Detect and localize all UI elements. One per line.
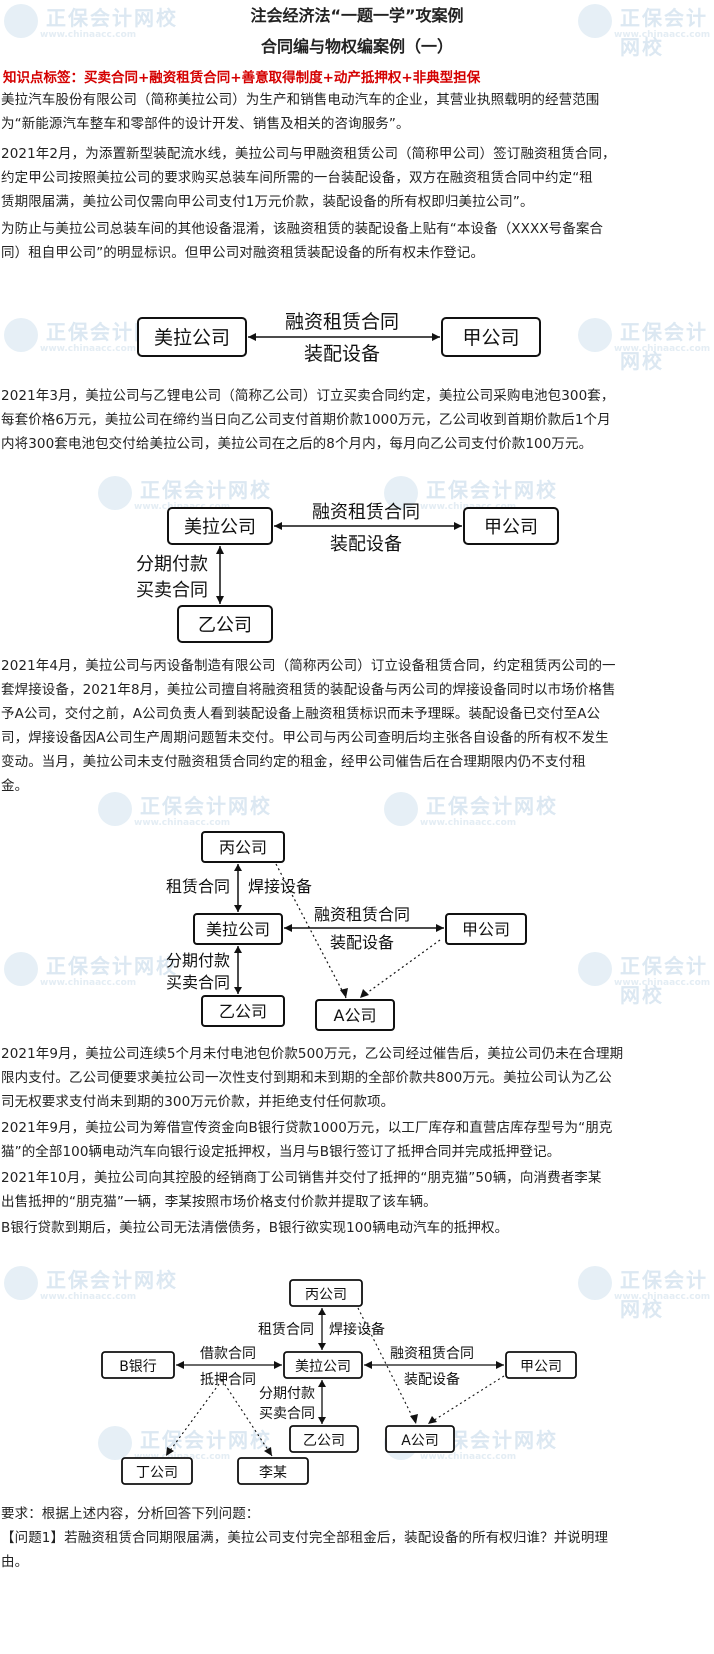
node-meila (193, 913, 283, 945)
node-limou-label: 李某 (259, 1465, 287, 1481)
question-1: 【问题1】若融资租赁合同期限届满，美拉公司支付完全部租金后，装配设备的所有权归谁… (1, 1530, 609, 1570)
edge-label-financing-lease: 融资租赁合同 (314, 905, 410, 924)
edge-label-financing-lease: 融资租赁合同 (390, 1346, 474, 1362)
edge-label-mortgage-contract: 抵押合同 (200, 1372, 256, 1388)
node-jia-label: 甲公司 (462, 327, 519, 349)
node-a (385, 1425, 455, 1453)
node-meila-label: 美拉公司 (184, 517, 256, 538)
node-ding (121, 1457, 193, 1485)
edge-label-installment: 分期付款 (259, 1386, 315, 1402)
edge-label-financing-lease: 融资租赁合同 (312, 502, 420, 523)
node-bbank-label: B银行 (119, 1359, 157, 1375)
diagram-4: 丙公司 B银行 美拉公司 甲公司 乙公司 A公司 丁公司 李某 租赁合同 焊接设… (101, 1279, 577, 1485)
edge-label-sales-contract: 买卖合同 (166, 973, 230, 992)
paragraph-equipment-label: 为防止与美拉公司总装车间的其他设备混淆，该融资租赁的装配设备上贴有“本设备（XX… (1, 221, 604, 261)
edge-label-sales-contract: 买卖合同 (136, 580, 208, 601)
edge-label-assembly-equipment: 装配设备 (404, 1371, 460, 1388)
knowledge-tags: 知识点标签：买卖合同+融资租赁合同+善意取得制度+动产抵押权+非典型担保 (3, 70, 481, 86)
paragraph-mortgaged-sale: 2021年10月，美拉公司向其控股的经销商丁公司销售并交付了抵押的“朋克猫”50… (1, 1170, 602, 1210)
paragraph-sales-contract: 2021年3月，美拉公司与乙锂电公司（简称乙公司）订立买卖合同约定，美拉公司采购… (1, 388, 615, 452)
edge-label-assembly-equipment: 装配设备 (330, 933, 394, 952)
node-a-label: A公司 (401, 1433, 439, 1449)
node-bbank (101, 1351, 175, 1379)
node-jia-label: 甲公司 (484, 517, 538, 538)
node-meila-label: 美拉公司 (206, 920, 270, 939)
node-ding-label: 丁公司 (136, 1465, 178, 1481)
node-yi-label: 乙公司 (219, 1002, 267, 1021)
node-yi-label: 乙公司 (303, 1433, 345, 1449)
node-jia (505, 1351, 577, 1379)
edge-label-welding-equipment: 焊接设备 (248, 877, 312, 896)
node-yi (177, 605, 273, 643)
edge-label-sales-contract: 买卖合同 (259, 1406, 315, 1422)
node-meila (137, 317, 247, 357)
edge-label-lease-contract: 租赁合同 (258, 1322, 314, 1338)
node-jia (463, 507, 559, 545)
edge-label-installment: 分期付款 (136, 554, 208, 575)
edge-label-assembly-equipment: 装配设备 (330, 534, 402, 555)
diagram-3: 丙公司 美拉公司 甲公司 乙公司 A公司 租赁合同 焊接设备 融资租赁合同 装配… (166, 831, 527, 1031)
node-bing (289, 1279, 363, 1307)
edge-label-assembly-equipment: 装配设备 (304, 343, 380, 365)
requirement-text: 要求：根据上述内容，分析回答下列问题： (1, 1506, 260, 1522)
node-yi (201, 995, 285, 1027)
node-a (315, 999, 395, 1031)
paragraph-bank-mortgage: 2021年9月，美拉公司为筹借宣传资金向B银行贷款1000万元，以工厂库存和直营… (1, 1120, 613, 1160)
edge-label-loan-contract: 借款合同 (200, 1346, 256, 1362)
node-jia (441, 317, 541, 357)
paragraph-financing-lease: 2021年2月，为添置新型装配流水线，美拉公司与甲融资租赁公司（简称甲公司）签订… (1, 146, 616, 210)
edge-label-financing-lease: 融资租赁合同 (285, 311, 399, 333)
edge-label-welding-equipment: 焊接设备 (329, 1321, 385, 1338)
page-subtitle: 合同编与物权编案例（一） (260, 37, 453, 56)
edge-label-installment: 分期付款 (166, 951, 230, 970)
node-meila (283, 1351, 363, 1379)
paragraph-battery-payment: 2021年9月，美拉公司连续5个月未付电池包价款500万元，乙公司经过催告后，美… (1, 1046, 624, 1110)
node-limou (237, 1457, 309, 1485)
node-bing-label: 丙公司 (219, 838, 267, 857)
edge-label-lease-contract: 租赁合同 (166, 877, 230, 896)
node-jia (445, 913, 527, 945)
diagram-1: 美拉公司 甲公司 融资租赁合同 装配设备 (137, 311, 541, 365)
node-a-label: A公司 (334, 1006, 377, 1025)
paragraph-lease-and-sale: 2021年4月，美拉公司与丙设备制造有限公司（简称丙公司）订立设备租赁合同，约定… (1, 658, 616, 794)
node-meila (167, 507, 273, 545)
node-meila-label: 美拉公司 (154, 327, 230, 349)
node-yi (289, 1425, 359, 1453)
paragraph-company-intro: 美拉汽车股份有限公司（简称美拉公司）为生产和销售电动汽车的企业，其营业执照载明的… (1, 92, 600, 132)
node-meila-label: 美拉公司 (295, 1359, 351, 1375)
page-title: 注会经济法“一题一学”攻案例 (250, 6, 464, 25)
paragraph-bank-enforcement: B银行贷款到期后，美拉公司无法清偿债务，B银行欲实现100辆电动汽车的抵押权。 (1, 1220, 509, 1236)
node-bing (201, 831, 285, 863)
node-jia-label: 甲公司 (520, 1359, 562, 1375)
node-yi-label: 乙公司 (198, 615, 252, 636)
node-jia-label: 甲公司 (462, 920, 510, 939)
node-bing-label: 丙公司 (305, 1287, 347, 1303)
diagram-2: 美拉公司 甲公司 乙公司 融资租赁合同 装配设备 分期付款 买卖合同 (136, 502, 559, 643)
